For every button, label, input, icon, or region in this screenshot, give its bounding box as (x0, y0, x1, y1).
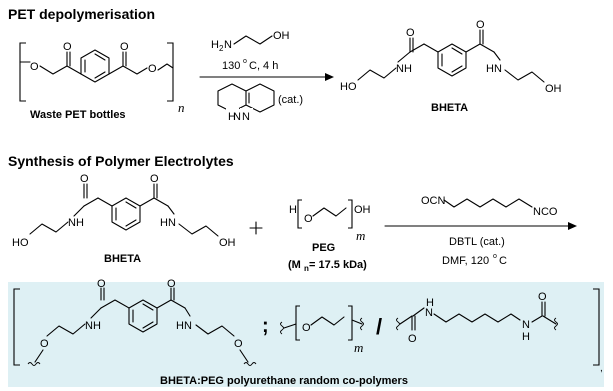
svg-text:O: O (30, 61, 39, 73)
svg-text:H: H (522, 331, 530, 343)
svg-text:BHETA: BHETA (104, 253, 141, 265)
product-copolymer: , O NH O O HN O ; O m / (13, 278, 603, 387)
svg-text:O: O (538, 291, 547, 303)
svg-text:H: H (228, 111, 236, 123)
svg-text:130: 130 (222, 60, 240, 72)
hdi-reagent: OCN NCO (421, 195, 558, 218)
svg-text:O: O (302, 322, 311, 334)
reaction1-arrow (199, 73, 334, 81)
peg: H O OH m PEG (M n = 17.5 kDa) (288, 199, 371, 273)
svg-text:,: , (600, 363, 603, 374)
svg-text:n: n (304, 264, 309, 273)
svg-text:H: H (211, 39, 219, 51)
svg-text:O: O (167, 278, 176, 290)
reaction2-arrow (384, 222, 577, 230)
svg-text:O: O (80, 173, 89, 185)
svg-text:= 17.5 kDa): = 17.5 kDa) (309, 259, 367, 271)
svg-text:HN: HN (486, 63, 502, 75)
svg-text:O: O (148, 63, 157, 75)
svg-text:NH: NH (396, 63, 412, 75)
bheta-top: O NH HO O HN OH BHETA (340, 19, 562, 114)
svg-text:O: O (304, 213, 313, 225)
svg-text:m: m (354, 340, 363, 355)
svg-text:DMF, 120: DMF, 120 (442, 255, 489, 267)
svg-text:HN: HN (160, 217, 176, 229)
svg-text:N: N (224, 39, 232, 51)
svg-text:m: m (356, 228, 365, 243)
svg-text:N: N (425, 307, 433, 319)
svg-text:BHETA: BHETA (431, 102, 468, 114)
svg-text:NH: NH (68, 217, 84, 229)
svg-text:O: O (406, 27, 415, 39)
svg-text:H: H (426, 297, 434, 309)
svg-text:O: O (63, 41, 72, 53)
svg-text:(M: (M (288, 259, 301, 271)
svg-text:OH: OH (219, 237, 236, 249)
plus-sign (249, 221, 263, 235)
svg-text:o: o (493, 253, 497, 260)
svg-text:o: o (243, 58, 247, 65)
bheta-middle: O NH HO O HN OH BHETA (12, 173, 236, 265)
svg-text:HO: HO (12, 237, 29, 249)
svg-text:2: 2 (219, 44, 224, 53)
svg-text:O: O (476, 19, 485, 31)
svg-text:O: O (97, 278, 106, 290)
svg-text:;: ; (262, 315, 269, 337)
svg-text:O: O (120, 41, 129, 53)
product-panel (8, 282, 604, 387)
svg-text:N: N (242, 111, 250, 123)
catalyst-tbd: N H N (cat.) (217, 83, 303, 123)
pet-repeat-unit: n O O O O Waste PET bottles (19, 41, 185, 121)
heading-pet-depolymerisation: PET depolymerisation (8, 6, 155, 22)
svg-text:N: N (522, 319, 530, 331)
svg-text:/: / (376, 314, 382, 339)
svg-text:OCN: OCN (421, 195, 446, 207)
svg-text:(cat.): (cat.) (278, 94, 303, 106)
heading-synthesis: Synthesis of Polymer Electrolytes (8, 153, 234, 169)
svg-text:C, 4 h: C, 4 h (249, 60, 278, 72)
svg-text:N: N (233, 111, 241, 123)
svg-text:NH: NH (85, 320, 101, 332)
svg-text:O: O (408, 333, 417, 345)
svg-text:O: O (40, 338, 49, 350)
svg-text:NCO: NCO (533, 206, 558, 218)
svg-text:BHETA:PEG polyurethane random: BHETA:PEG polyurethane random co-polymer… (160, 375, 408, 387)
svg-text:n: n (178, 100, 185, 115)
svg-text:HN: HN (176, 320, 192, 332)
svg-text:O: O (234, 338, 243, 350)
svg-text:O: O (150, 173, 159, 185)
svg-text:C: C (499, 255, 507, 267)
reaction2-conditions: DBTL (cat.) DMF, 120 o C (442, 236, 507, 267)
reaction1-conditions: H 2 N OH 130 o C, 4 h (211, 30, 290, 72)
svg-text:OH: OH (545, 83, 562, 95)
svg-text:DBTL (cat.): DBTL (cat.) (449, 236, 505, 248)
svg-text:HO: HO (340, 81, 357, 93)
svg-text:PEG: PEG (312, 242, 335, 254)
svg-text:OH: OH (273, 30, 290, 42)
svg-text:OH: OH (354, 204, 371, 216)
svg-text:H: H (289, 204, 297, 216)
svg-text:Waste PET bottles: Waste PET bottles (30, 109, 126, 121)
